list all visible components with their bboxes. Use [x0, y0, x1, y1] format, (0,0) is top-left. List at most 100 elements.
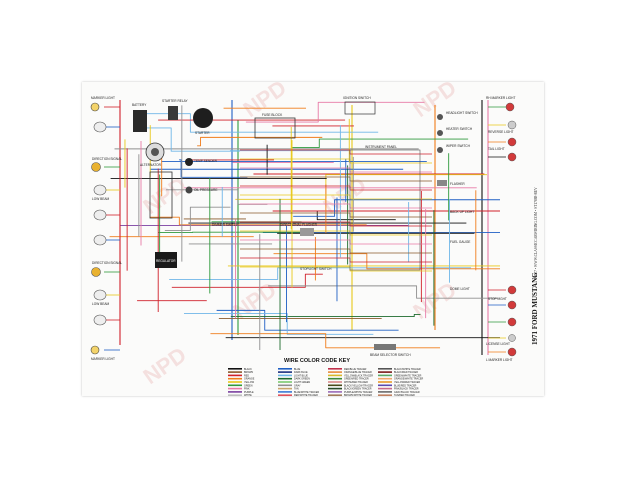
wire-color-label: BROWN/WHITE TRACER — [344, 394, 372, 397]
wire-color-label: BLUE/RED TRACER — [394, 384, 417, 387]
back-up-light-label: BACK UP LIGHT — [450, 210, 474, 214]
oil-pressure-label: OIL PRESSURE — [194, 188, 217, 192]
reverse-light-label: REVERSE LIGHT — [488, 130, 514, 134]
rh-marker-light-label: RH MARKER LIGHT — [486, 96, 515, 100]
wire — [144, 127, 240, 152]
wire-color-label: RED — [244, 374, 249, 377]
flasher-label: FLASHER — [450, 182, 465, 186]
wire — [292, 138, 469, 148]
wire — [149, 216, 367, 226]
beam-selector-switch-icon — [374, 344, 396, 350]
low-beam-left-label: LOW BEAM — [92, 197, 110, 201]
wire-color-swatch — [228, 371, 242, 373]
left-lamps: MARKER LIGHT DIRECTION SIGNAL LOW BEAM D… — [90, 96, 122, 361]
wire-color-key: WIRE COLOR CODE KEY BLACKBROWNREDORANGEY… — [228, 358, 423, 397]
headlight-switch-icon — [437, 114, 443, 120]
stop-light-icon — [507, 300, 517, 310]
stop-light-label: STOP LIGHT — [488, 297, 507, 301]
wire-color-label: TAN/RED TRACER — [394, 394, 415, 397]
stop-light-icon — [507, 152, 517, 162]
wire — [197, 136, 323, 147]
headlamp-icon — [93, 314, 107, 326]
wire-color-swatch — [228, 394, 242, 396]
directional-flasher-label: DIRECTIONAL FLASHER — [280, 223, 318, 227]
starter-relay-icon — [168, 106, 178, 120]
wire-color-label: GRAY — [294, 384, 301, 387]
wire-color-swatch — [278, 384, 292, 387]
oil-pressure-icon — [185, 186, 193, 194]
wire-color-label: ORANGE — [244, 378, 255, 381]
wire-color-swatch — [378, 387, 392, 390]
wire — [171, 273, 323, 288]
wire-color-swatch — [228, 377, 242, 380]
starter-relay-label: STARTER RELAY — [162, 99, 189, 103]
wire-color-swatch — [328, 374, 342, 377]
wire-color-label: BLACK/YELLOW TRACER — [344, 384, 373, 387]
wire — [240, 257, 432, 263]
wire-color-swatch — [278, 368, 292, 370]
wire — [240, 239, 432, 245]
wire-color-swatch — [328, 371, 342, 373]
wire-color-swatch — [328, 394, 342, 396]
wire-color-swatch — [278, 381, 292, 383]
headlamp-icon — [93, 184, 107, 196]
wire-color-swatch — [378, 394, 392, 396]
wiring-diagram-poster — [82, 82, 544, 396]
wire-color-label: PINK — [244, 388, 250, 391]
wire-color-swatch — [278, 387, 292, 390]
instrument-panel-label: INSTRUMENT PANEL — [365, 145, 397, 149]
ignition-switch-icon — [344, 101, 376, 115]
reverse-light-icon — [507, 120, 517, 130]
dimmer-switch-label: DIMMER SWITCH — [212, 223, 239, 227]
wire — [268, 285, 500, 299]
wire-color-label: WHITE — [244, 394, 252, 397]
tail-light-label: TAIL LIGHT — [488, 147, 505, 151]
headlamp-icon — [93, 234, 107, 246]
wire-color-label: TAN — [294, 388, 299, 391]
wire-color-label: ORANGE/WHITE TRACER — [394, 378, 423, 381]
wire-harness — [104, 100, 506, 355]
headlamp-icon — [93, 121, 107, 133]
watermark: NPD — [139, 342, 191, 389]
poster-subtitle: ©2007 • WWW.CLASSICCARWIRING.COM • ST178… — [533, 187, 538, 280]
battery-icon — [133, 110, 147, 132]
instrument-panel-box — [349, 149, 421, 271]
wire-color-swatch — [378, 391, 392, 393]
regulator-label: REGULATOR — [156, 259, 176, 263]
dome-light-label: DOME LIGHT — [450, 287, 470, 291]
wire-color-swatch — [378, 381, 392, 383]
starter-icon — [193, 108, 213, 128]
wire-color-label: LIGHT BLUE — [294, 374, 308, 377]
fuse-block-icon — [254, 117, 296, 139]
headlight-switch-label: HEADLIGHT SWITCH — [446, 111, 478, 115]
engine-components: BATTERY STARTER RELAY STARTER ALTERNATOR… — [132, 99, 218, 268]
heater-switch-icon — [437, 130, 443, 136]
marker-light-bottom-label: MARKER LIGHT — [91, 357, 115, 361]
reverse-light-icon — [507, 317, 517, 327]
fuse-block-label: FUSE BLOCK — [262, 113, 283, 117]
flasher-icon — [437, 180, 447, 186]
regulator-icon — [155, 252, 177, 268]
direction-signal-icon — [91, 162, 101, 172]
fuel-gauge-label: FUEL GAUGE — [450, 240, 470, 244]
wire-color-key-entries: BLACKBROWNREDORANGEYELLOWGREENPINKPURPLE… — [228, 368, 423, 397]
wire-color-swatch — [378, 377, 392, 380]
l-marker-light-label: L MARKER LIGHT — [486, 358, 513, 362]
wire-color-swatch — [278, 394, 292, 396]
marker-light-top-label: MARKER LIGHT — [91, 96, 115, 100]
wire-color-swatch — [278, 377, 292, 380]
wire-color-label: PURPLE/WHITE TRACER — [344, 391, 373, 394]
wire-color-label: WHITE/RED TRACER — [344, 381, 368, 384]
wire-color-label: RED/WHITE TRACER — [294, 394, 318, 397]
wire — [134, 113, 379, 133]
wire-color-swatch — [328, 391, 342, 393]
alternator-label: ALTERNATOR — [140, 163, 162, 167]
temp-sender-label: TEMP SENDER — [194, 159, 218, 163]
watermark: NPD — [319, 172, 371, 219]
wire-color-swatch — [378, 384, 392, 387]
wire-color-label: LIGHT GREEN — [294, 381, 310, 384]
watermark: NPD — [229, 277, 281, 324]
wire-color-label: BLACK/WHITE TRACER — [394, 368, 421, 371]
wire-color-swatch — [378, 368, 392, 370]
wire-color-swatch — [328, 377, 342, 380]
